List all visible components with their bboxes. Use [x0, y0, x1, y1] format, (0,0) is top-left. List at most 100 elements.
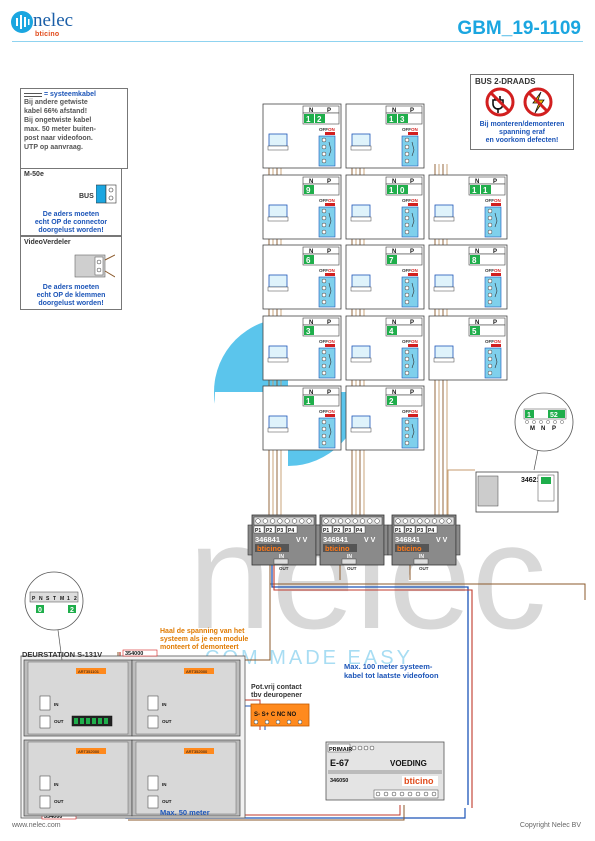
distributor-out: OUT	[419, 566, 429, 571]
terminal-screw	[404, 433, 410, 439]
module-in: IN	[162, 782, 167, 787]
terminal-screw	[404, 229, 410, 235]
bus-warning-line: Bij monteren/demonteren	[479, 121, 565, 128]
no-power-icons	[485, 87, 553, 117]
n-value-cell	[304, 185, 314, 194]
door-module-code: ART352000	[186, 669, 208, 674]
note-line: Bij andere getwiste	[24, 99, 88, 106]
module-out: OUT	[162, 799, 172, 804]
terminal-screw	[487, 215, 493, 221]
p-value-cell	[481, 185, 491, 194]
terminal-screw	[404, 349, 410, 355]
off-label: OFF	[319, 409, 328, 414]
power-prim-label: PRIMAIR	[329, 747, 352, 753]
videophone-n-value: 1	[472, 186, 477, 195]
videophone-n-value: 1	[306, 397, 311, 406]
videoverdeler-note: VideoVerdeler De aders moeten echt OP de…	[20, 236, 122, 310]
port-label-bg	[253, 525, 265, 534]
videophone-screen	[268, 415, 288, 429]
distributor-model: 346841	[323, 535, 348, 544]
distributor-terminals	[321, 516, 383, 526]
door-station-code-bottom: 354000	[44, 814, 62, 820]
videophone-base	[350, 427, 372, 433]
port-label-bg	[286, 525, 298, 534]
videophone-n-value: 6	[306, 256, 311, 265]
jumper	[411, 423, 415, 439]
distributor-in: IN	[347, 554, 352, 560]
p-header-label: P	[327, 249, 331, 255]
terminal-strip	[484, 347, 502, 379]
terminal-strip	[318, 347, 336, 379]
power-output-terminals	[373, 789, 439, 799]
terminal-screw	[410, 518, 416, 524]
port-label: P2	[266, 528, 272, 534]
terminal-screw	[321, 363, 327, 369]
module-out: OUT	[54, 799, 64, 804]
on-label: ON	[411, 268, 418, 273]
on-label: ON	[494, 198, 501, 203]
n-value-cell	[304, 114, 314, 123]
terminal-screw	[297, 719, 303, 725]
system-cable-note: = systeemkabel Bij andere getwiste kabel…	[20, 88, 128, 169]
terminal-screw	[264, 719, 270, 725]
videophone-base	[267, 145, 289, 151]
p-header-label: P	[327, 320, 331, 326]
np-cell	[468, 324, 506, 337]
videophone-n-value: 2	[389, 397, 394, 406]
terminal-screw	[446, 518, 452, 524]
port-label: P4	[288, 528, 294, 534]
on-label: ON	[328, 339, 335, 344]
jumper	[328, 353, 332, 369]
np-cell	[302, 394, 340, 407]
zoom-terminal-label: M	[530, 426, 535, 432]
p-header-label: P	[410, 108, 414, 114]
terminal-screw	[321, 426, 327, 432]
videophone-p-value: 2	[317, 115, 322, 124]
terminal-screw	[321, 278, 327, 284]
n-value-cell	[387, 114, 397, 123]
off-label: OFF	[485, 339, 494, 344]
terminal-screw	[321, 229, 327, 235]
videophone-n-value: 1	[389, 186, 394, 195]
zoom-leader	[533, 449, 539, 471]
terminal-screw	[487, 222, 493, 228]
switch	[408, 203, 418, 206]
terminal-screw	[359, 518, 366, 524]
door-module-code: ART352000	[186, 749, 208, 754]
terminal-screw	[417, 518, 423, 524]
terminal-screw	[415, 791, 421, 797]
module-connector	[147, 715, 159, 729]
on-label: ON	[328, 268, 335, 273]
port-label-bg	[264, 525, 276, 534]
n-value-cell	[304, 326, 314, 335]
off-label: OFF	[319, 339, 328, 344]
terminal-screw	[383, 791, 389, 797]
terminal-screw	[487, 278, 493, 284]
videophone-screen	[268, 204, 288, 218]
zoom-screw	[560, 420, 564, 424]
door-zoom-label: 2	[74, 596, 77, 602]
videophone-screen	[434, 274, 454, 288]
zoom-p-cell	[548, 410, 565, 418]
zoom-bubble	[514, 392, 574, 452]
np-cell	[302, 324, 340, 337]
door-zoom-label: S	[46, 596, 50, 602]
terminal-strip	[401, 417, 419, 449]
zoom-screw	[553, 420, 557, 424]
terminal-screw	[369, 745, 375, 751]
m50e-title: M-50e	[24, 171, 44, 178]
terminal-screw	[255, 518, 261, 524]
terminal-screw	[423, 791, 429, 797]
door-station-title: DEURSTATION S-131V	[22, 650, 103, 659]
distributor-out: OUT	[279, 566, 289, 571]
terminal-screw	[424, 518, 430, 524]
distributor-ear	[383, 524, 389, 556]
door-module-code: ART351101	[78, 669, 100, 674]
terminal-screw	[404, 158, 410, 164]
terminal-screw	[321, 299, 327, 305]
module-connector	[147, 695, 159, 711]
terminal-screw	[487, 299, 493, 305]
videoverdeler-terminal-icon	[74, 254, 115, 278]
max-100-line: Max. 100 meter systeem-	[344, 662, 433, 671]
max-50-label: Max. 50 meter	[160, 808, 210, 817]
